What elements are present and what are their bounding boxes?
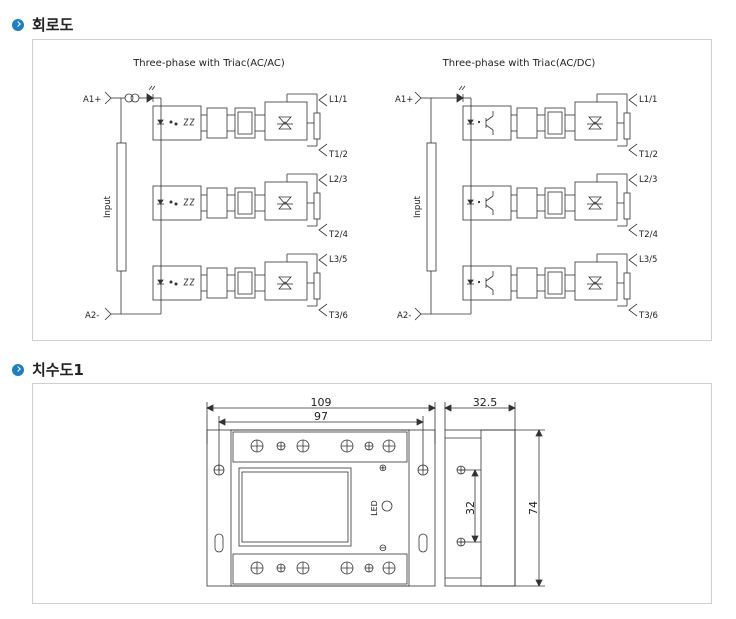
right-terminal-3: T2/4 bbox=[638, 230, 658, 240]
front-view-label-area bbox=[238, 467, 352, 547]
circuit-title-text: 회로도 bbox=[32, 16, 74, 34]
terminal-a1-right: A1+ bbox=[395, 95, 413, 105]
left-circuit: Three-phase with Triac(AC/AC) A1+ A2- Input… bbox=[83, 58, 348, 321]
width-inner-label: 97 bbox=[314, 410, 328, 423]
left-terminal-4: L3/5 bbox=[329, 255, 347, 265]
terminal-a1: A1+ bbox=[83, 95, 101, 105]
width-total-label: 109 bbox=[311, 396, 332, 409]
circuit-section-title: 회로도 bbox=[12, 14, 73, 35]
led-label: LED bbox=[370, 500, 379, 516]
dimension-drawing: 109 97 32.5 32 74 LED ⊕ ⊖ bbox=[206, 396, 545, 587]
side-view-outline bbox=[444, 429, 516, 587]
circuit-diagram: Three-phase with Triac(AC/AC) A1+ A2- Input… bbox=[83, 58, 658, 321]
dimension-title-text: 치수도1 bbox=[32, 361, 84, 379]
chevron-circle-icon bbox=[12, 18, 24, 31]
dimension-diagram-panel: 109 97 32.5 32 74 LED ⊕ ⊖ bbox=[32, 383, 712, 604]
depth-label: 32.5 bbox=[473, 396, 498, 409]
left-terminal-2: L2/3 bbox=[329, 175, 347, 185]
right-terminal-2: L2/3 bbox=[639, 175, 657, 185]
left-terminal-0: L1/1 bbox=[329, 95, 347, 105]
left-terminal-5: T3/6 bbox=[328, 311, 348, 321]
input-label-right: Input bbox=[413, 195, 423, 218]
left-terminal-1: T1/2 bbox=[328, 150, 348, 160]
right-circuit: Three-phase with Triac(AC/DC) A1+ A2- Input… bbox=[395, 58, 658, 321]
slot-left bbox=[214, 533, 224, 553]
slot-right bbox=[418, 533, 428, 553]
minus-polarity-mark: ⊖ bbox=[379, 543, 387, 554]
right-terminal-1: T1/2 bbox=[638, 150, 658, 160]
front-view-outline bbox=[206, 429, 436, 587]
terminal-a2-right: A2- bbox=[397, 311, 411, 321]
left-circuit-title: Three-phase with Triac(AC/AC) bbox=[132, 58, 285, 69]
right-terminal-4: L3/5 bbox=[639, 255, 657, 265]
top-terminals bbox=[250, 439, 396, 453]
height-inner-label: 32 bbox=[464, 501, 477, 515]
input-label-left: Input bbox=[103, 195, 113, 218]
right-terminal-5: T3/6 bbox=[638, 311, 658, 321]
circuit-diagram-panel: Three-phase with Triac(AC/AC) A1+ A2- Input… bbox=[32, 39, 712, 341]
terminal-a2: A2- bbox=[85, 311, 99, 321]
right-circuit-title: Three-phase with Triac(AC/DC) bbox=[442, 58, 596, 69]
right-terminal-0: L1/1 bbox=[639, 95, 657, 105]
height-total-label: 74 bbox=[527, 501, 540, 515]
led-indicator bbox=[381, 500, 393, 512]
left-terminal-3: T2/4 bbox=[328, 230, 348, 240]
bottom-terminals bbox=[250, 561, 396, 575]
dimension-section-title: 치수도1 bbox=[12, 359, 84, 380]
chevron-circle-icon bbox=[12, 363, 24, 376]
plus-polarity-mark: ⊕ bbox=[379, 463, 387, 474]
